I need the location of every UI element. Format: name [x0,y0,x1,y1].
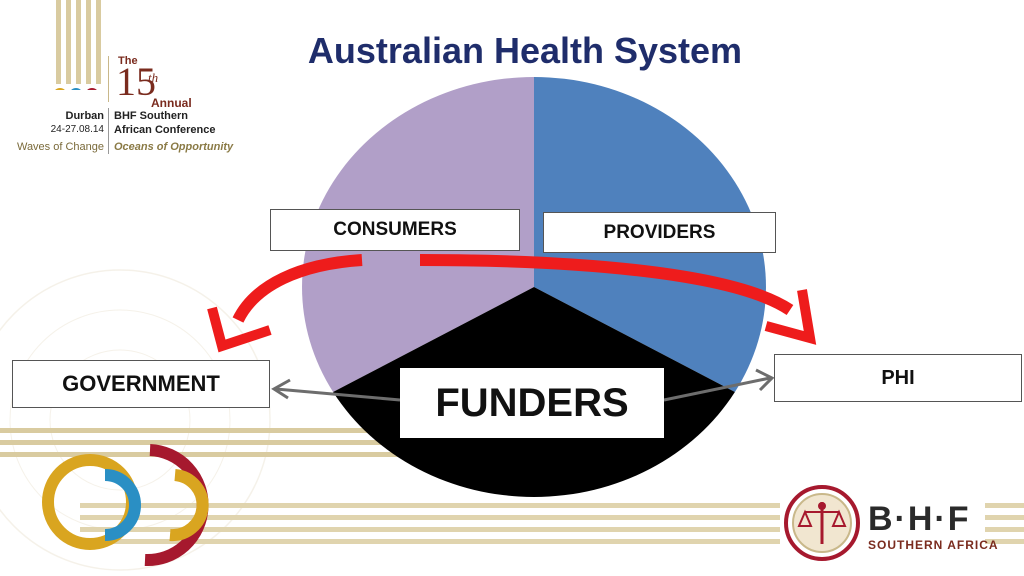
gray-arrows [271,368,775,402]
bottom-stripes [0,428,1024,544]
logo-org: BHF Southern [114,110,188,122]
logo-city: Durban [65,110,105,122]
swirl-logo [42,444,209,567]
arrowhead-phi [764,289,817,345]
arrowhead-government [207,306,272,353]
gold-dot-icon [55,88,65,90]
phi-label: PHI [774,354,1022,402]
logo-divider [108,108,109,154]
blue-dot-icon [71,88,81,90]
funders-label: FUNDERS [400,368,664,438]
bhf-scales-logo-icon [784,485,860,561]
red-arrows [232,254,794,323]
logo-conference: African Conference [114,124,216,136]
bhf-brand-subtitle: SOUTHERN AFRICA [868,538,999,552]
logo-divider-top [108,56,109,102]
logo-edition-suffix: th [148,70,159,85]
logo-tagline-right: Oceans of Opportunity [114,141,234,153]
bhf-brand-name: B·H·F [868,500,971,538]
slide-title: Australian Health System [307,30,743,71]
logo-dates: 24-27.08.14 [50,124,104,135]
red-dot-icon [87,88,97,90]
logo-tagline-left: Waves of Change [16,141,104,153]
arrow-consumers-to-phi [419,254,794,316]
logo-annual: Annual [151,96,192,110]
arrow-consumers-to-government [232,254,363,323]
conference-logo-stripes [55,0,101,90]
providers-label: PROVIDERS [543,212,776,253]
government-label: GOVERNMENT [12,360,270,408]
logo-the: The [118,55,138,67]
consumers-label: CONSUMERS [270,209,520,251]
logo-edition-number: 15 [116,59,156,104]
